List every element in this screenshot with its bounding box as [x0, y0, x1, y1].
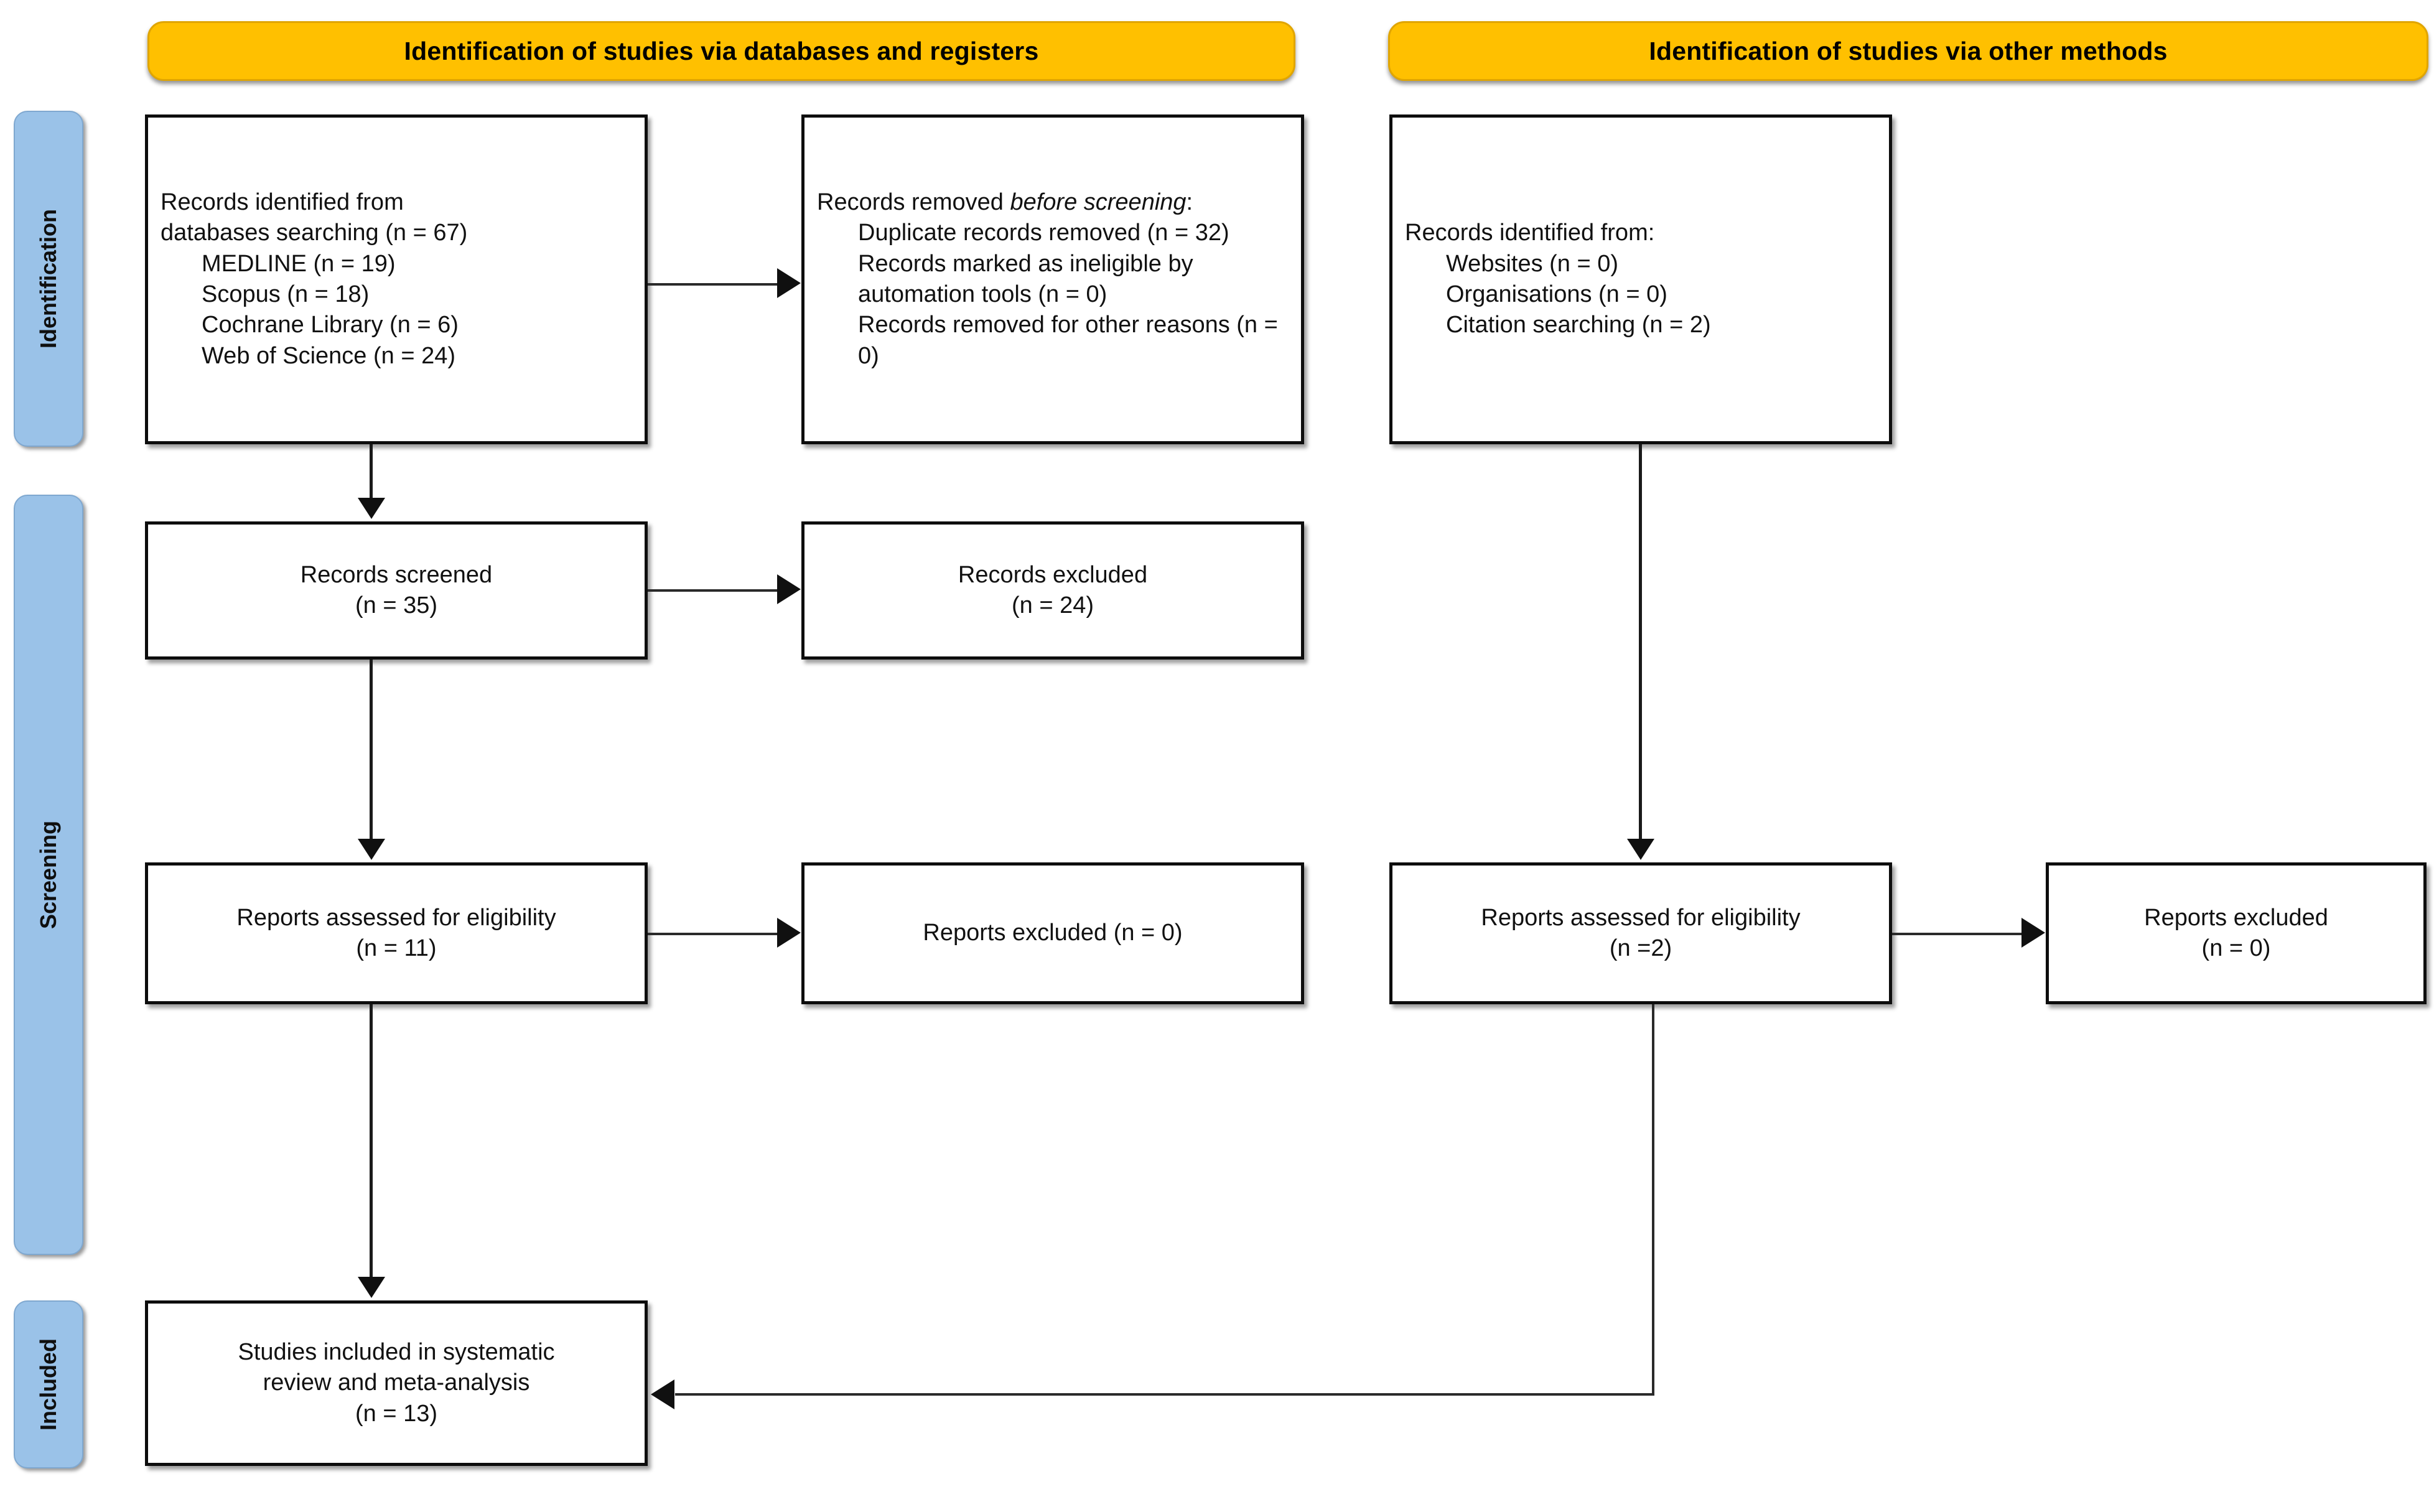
phase-label-included: Included	[14, 1300, 83, 1468]
eligibility-right-label: Reports assessed for eligibility	[1481, 904, 1801, 931]
box-records-identified-databases: Records identified from databases search…	[145, 114, 648, 444]
records-excluded-count: (n = 24)	[1011, 592, 1094, 618]
arrowhead-screened-to-eligibility	[358, 839, 385, 860]
box-reports-assessed-eligibility-left: Reports assessed for eligibility (n = 11…	[145, 862, 648, 1004]
source-wos: Web of Science (n = 24)	[202, 342, 456, 369]
arrowhead-eligibility-to-included	[358, 1277, 385, 1298]
phase-label-screening-text: Screening	[35, 820, 61, 930]
box-reports-assessed-eligibility-right: Reports assessed for eligibility (n =2)	[1389, 862, 1892, 1004]
records-excluded-label: Records excluded	[958, 561, 1148, 588]
connector-identified-to-removed	[648, 283, 778, 286]
connector-eligibility-right-to-included-horizontal	[675, 1393, 1654, 1396]
connector-eligibility-right-to-included-vertical	[1652, 1004, 1654, 1394]
source-medline: MEDLINE (n = 19)	[202, 250, 396, 277]
source-websites: Websites (n = 0)	[1446, 250, 1619, 277]
connector-identified-to-screened	[370, 444, 373, 500]
studies-included-line1: Studies included in systematic	[238, 1338, 555, 1365]
phase-label-identification-text: Identification	[35, 209, 61, 348]
removed-automation: Records marked as ineligible by automati…	[858, 250, 1193, 307]
box-reports-excluded-right: Reports excluded (n = 0)	[2046, 862, 2427, 1004]
box-records-removed-before-screening: Records removed before screening: Duplic…	[801, 114, 1304, 444]
connector-identified-other-to-eligibility-right	[1639, 444, 1642, 840]
arrowhead-identified-to-removed	[777, 268, 801, 298]
studies-included-count: (n = 13)	[355, 1400, 438, 1427]
arrowhead-screened-to-excluded	[777, 574, 801, 604]
removed-before-heading-plain: Records removed	[817, 189, 1010, 215]
connector-screened-to-excluded	[648, 589, 778, 592]
eligibility-right-count: (n =2)	[1609, 935, 1672, 961]
records-identified-other-heading: Records identified from:	[1405, 220, 1655, 246]
box-reports-excluded-left: Reports excluded (n = 0)	[801, 862, 1304, 1004]
arrowhead-eligibility-to-reports-excluded-left	[777, 918, 801, 948]
box-records-identified-other: Records identified from: Websites (n = 0…	[1389, 114, 1892, 444]
removed-other: Records removed for other reasons (n = 0…	[858, 312, 1278, 369]
reports-excluded-left-label: Reports excluded (n = 0)	[923, 920, 1183, 946]
removed-before-heading: Records removed before screening:	[817, 187, 1289, 218]
header-other-methods: Identification of studies via other meth…	[1388, 21, 2428, 81]
header-databases-registers: Identification of studies via databases …	[147, 21, 1295, 81]
connector-eligibility-to-included	[370, 1004, 373, 1278]
studies-included-line2: review and meta-analysis	[263, 1370, 530, 1396]
reports-excluded-right-count: (n = 0)	[2201, 935, 2271, 961]
phase-label-screening: Screening	[14, 495, 83, 1255]
phase-label-identification: Identification	[14, 111, 83, 447]
source-scopus: Scopus (n = 18)	[202, 281, 370, 307]
records-identified-db-line1: Records identified from	[161, 189, 404, 215]
arrowhead-identified-to-screened	[358, 498, 385, 519]
box-records-excluded: Records excluded (n = 24)	[801, 521, 1304, 660]
source-orgs: Organisations (n = 0)	[1446, 281, 1667, 307]
removed-duplicates: Duplicate records removed (n = 32)	[858, 220, 1229, 246]
source-cochrane: Cochrane Library (n = 6)	[202, 312, 459, 338]
reports-excluded-right-label: Reports excluded	[2144, 904, 2328, 931]
arrowhead-identified-other-to-eligibility-right	[1627, 839, 1654, 860]
source-citation: Citation searching (n = 2)	[1446, 312, 1711, 338]
records-identified-db-line2: databases searching (n = 67)	[161, 220, 468, 246]
records-screened-count: (n = 35)	[355, 592, 438, 618]
records-screened-label: Records screened	[300, 561, 493, 588]
eligibility-left-count: (n = 11)	[356, 935, 437, 961]
removed-before-heading-colon: :	[1186, 189, 1193, 215]
phase-label-included-text: Included	[35, 1338, 62, 1431]
removed-before-heading-italic: before screening	[1010, 189, 1187, 215]
arrowhead-eligibility-right-to-included	[651, 1379, 674, 1409]
arrowhead-eligibility-right-to-reports-excluded-right	[2021, 918, 2045, 948]
connector-eligibility-to-reports-excluded-left	[648, 933, 778, 935]
connector-eligibility-right-to-reports-excluded-right	[1892, 933, 2023, 935]
box-records-screened: Records screened (n = 35)	[145, 521, 648, 660]
eligibility-left-label: Reports assessed for eligibility	[236, 904, 556, 931]
box-studies-included: Studies included in systematic review an…	[145, 1300, 648, 1466]
connector-screened-to-eligibility	[370, 660, 373, 840]
